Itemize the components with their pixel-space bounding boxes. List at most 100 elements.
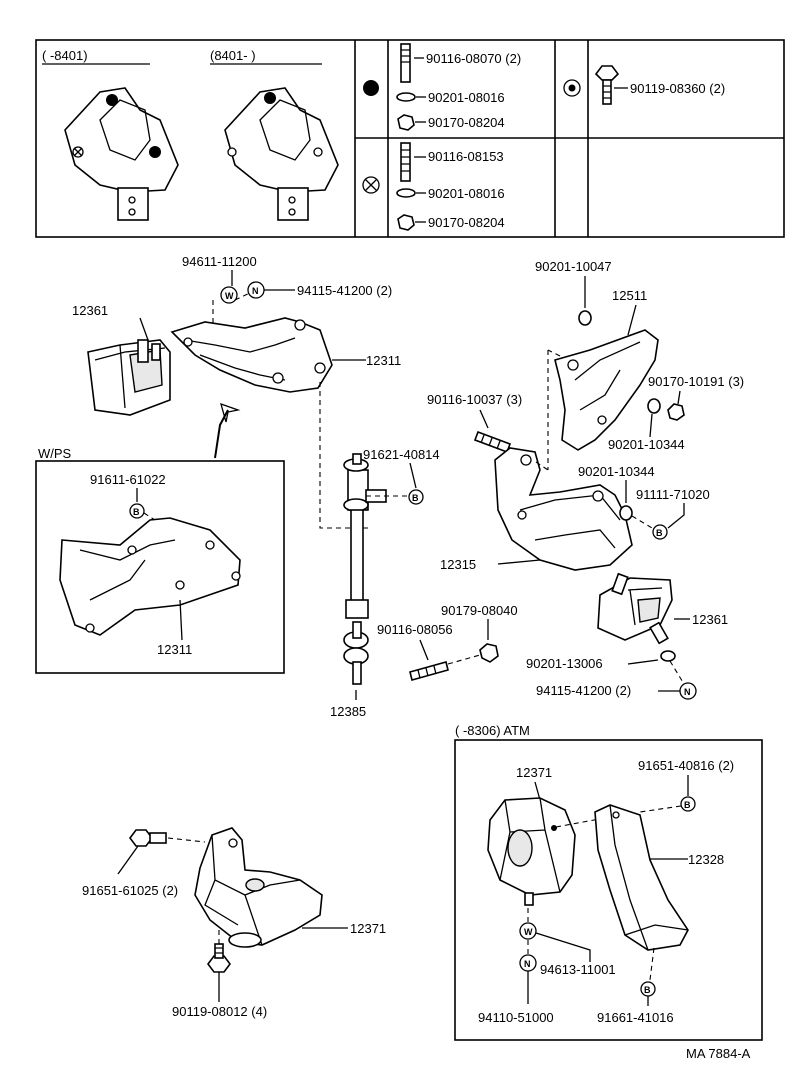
svg-text:B: B bbox=[644, 985, 651, 995]
bolt-symbol bbox=[408, 489, 424, 505]
svg-text:N: N bbox=[252, 286, 259, 296]
part-number: 12371 bbox=[350, 921, 386, 936]
washer-icon bbox=[619, 505, 633, 521]
svg-text:W: W bbox=[524, 927, 533, 937]
part-number: 12328 bbox=[688, 852, 724, 867]
svg-text:B: B bbox=[133, 507, 140, 517]
part-number: 90119-08360 (2) bbox=[630, 81, 725, 96]
black-dot-marker bbox=[264, 92, 276, 104]
arrow-icon bbox=[214, 409, 229, 459]
nut-icon bbox=[397, 114, 415, 131]
control-rod bbox=[343, 453, 387, 685]
part-number: 90116-08070 (2) bbox=[426, 51, 521, 66]
nut-icon bbox=[479, 643, 499, 663]
black-dot-marker bbox=[106, 94, 118, 106]
part-number: 12311 bbox=[157, 642, 192, 657]
stud-icon bbox=[400, 142, 411, 182]
part-number: 12361 bbox=[692, 612, 728, 627]
part-number: 90170-08204 bbox=[428, 115, 505, 130]
part-number: 94110-51000 bbox=[478, 1010, 554, 1025]
dot-circle-icon bbox=[563, 79, 581, 97]
part-number: 91611-61022 bbox=[90, 472, 166, 487]
bolt-symbol bbox=[129, 503, 145, 519]
atm-label: ( -8306) ATM bbox=[455, 723, 530, 738]
part-number: 90179-08040 bbox=[441, 603, 518, 618]
transmission-mount-insulator bbox=[487, 797, 576, 906]
part-number: 12315 bbox=[440, 557, 476, 572]
part-number: 90116-08056 bbox=[377, 622, 453, 637]
part-number: 90201-08016 bbox=[428, 186, 505, 201]
part-number: 90201-10344 bbox=[578, 464, 655, 479]
part-number: 90116-08153 bbox=[428, 149, 504, 164]
nut-symbol bbox=[679, 682, 697, 700]
stud-bolt bbox=[473, 430, 512, 454]
part-number: 91651-61025 (2) bbox=[82, 883, 178, 898]
part-number: 90201-08016 bbox=[428, 90, 505, 105]
part-number: 91621-40814 bbox=[363, 447, 440, 462]
nut-icon bbox=[397, 214, 415, 231]
part-number: 12311 bbox=[366, 353, 401, 368]
bolt-icon bbox=[207, 943, 231, 973]
part-number: 90119-08012 (4) bbox=[172, 1004, 267, 1019]
wps-label: W/PS bbox=[38, 446, 72, 461]
bolt-icon bbox=[594, 65, 620, 105]
cross-circle-icon bbox=[362, 176, 380, 194]
transmission-mount-bracket-12328 bbox=[594, 804, 689, 951]
engine-mount-insulator bbox=[87, 339, 171, 416]
wps-box: W/PS 91611-61022 B 12311 bbox=[35, 446, 285, 674]
svg-text:B: B bbox=[684, 800, 691, 810]
part-number: 91111-71020 bbox=[636, 487, 710, 502]
part-number: 91661-41016 bbox=[597, 1010, 674, 1025]
svg-text:N: N bbox=[524, 959, 531, 969]
lower-left-assembly: 91651-61025 (2) 12371 90119-08012 (4) bbox=[82, 827, 386, 1019]
washer-icon bbox=[578, 310, 592, 326]
center-rod-assembly: 91621-40814 B 12385 90116-08056 90179-08… bbox=[319, 382, 518, 719]
bolt-icon bbox=[129, 829, 167, 847]
right-upper-assembly: 90201-10047 12511 90170-10191 (3) 90201-… bbox=[427, 259, 744, 700]
mount-bracket-12511 bbox=[554, 329, 659, 451]
atm-box: ( -8306) ATM 12371 91651-40816 (2) B 123… bbox=[454, 723, 763, 1041]
part-number: 90170-10191 (3) bbox=[648, 374, 744, 389]
washer-icon bbox=[396, 188, 416, 198]
ps-bracket bbox=[59, 517, 241, 636]
part-number: 12371 bbox=[516, 765, 552, 780]
part-number: 91651-40816 (2) bbox=[638, 758, 734, 773]
diagram-code: MA 7884-A bbox=[686, 1046, 751, 1061]
part-number: 94613-11001 bbox=[540, 962, 616, 977]
part-number: 94115-41200 (2) bbox=[536, 683, 631, 698]
bolt-symbol bbox=[652, 524, 668, 540]
washer-icon bbox=[660, 650, 676, 662]
stud-bolt bbox=[409, 661, 449, 681]
svg-text:N: N bbox=[684, 687, 691, 697]
bracket-drawing-early bbox=[64, 87, 179, 221]
black-circle-icon bbox=[363, 80, 379, 96]
svg-text:W: W bbox=[225, 291, 234, 301]
engine-mount-bracket bbox=[170, 317, 333, 393]
svg-text:B: B bbox=[656, 528, 663, 538]
washer-symbol bbox=[519, 922, 537, 940]
bracket-drawing-late bbox=[224, 87, 339, 221]
engine-mount-bracket-12315 bbox=[494, 447, 633, 571]
washer-icon bbox=[396, 92, 416, 102]
washer-icon bbox=[647, 398, 661, 414]
bolt-symbol bbox=[680, 796, 696, 812]
svg-text:B: B bbox=[412, 493, 419, 503]
part-number: 90116-10037 (3) bbox=[427, 392, 522, 407]
reference-table: ( -8401) (8401- ) bbox=[35, 39, 785, 238]
washer-symbol bbox=[220, 286, 238, 304]
part-number: 90170-08204 bbox=[428, 215, 505, 230]
nut-icon bbox=[667, 403, 685, 421]
black-dot-marker bbox=[149, 146, 161, 158]
year-range-before: ( -8401) bbox=[42, 48, 88, 63]
year-range-after: (8401- ) bbox=[210, 48, 256, 63]
part-number: 12511 bbox=[612, 288, 647, 303]
part-number: 12361 bbox=[72, 303, 108, 318]
part-number: 90201-10344 bbox=[608, 437, 685, 452]
transmission-mount-12371 bbox=[194, 827, 323, 948]
part-number: 12385 bbox=[330, 704, 366, 719]
part-number: 94115-41200 (2) bbox=[297, 283, 392, 298]
part-number: 90201-13006 bbox=[526, 656, 603, 671]
upper-left-assembly: 94611-11200 W N 94115-41200 (2) 12361 bbox=[72, 254, 401, 459]
stud-icon bbox=[400, 43, 411, 83]
